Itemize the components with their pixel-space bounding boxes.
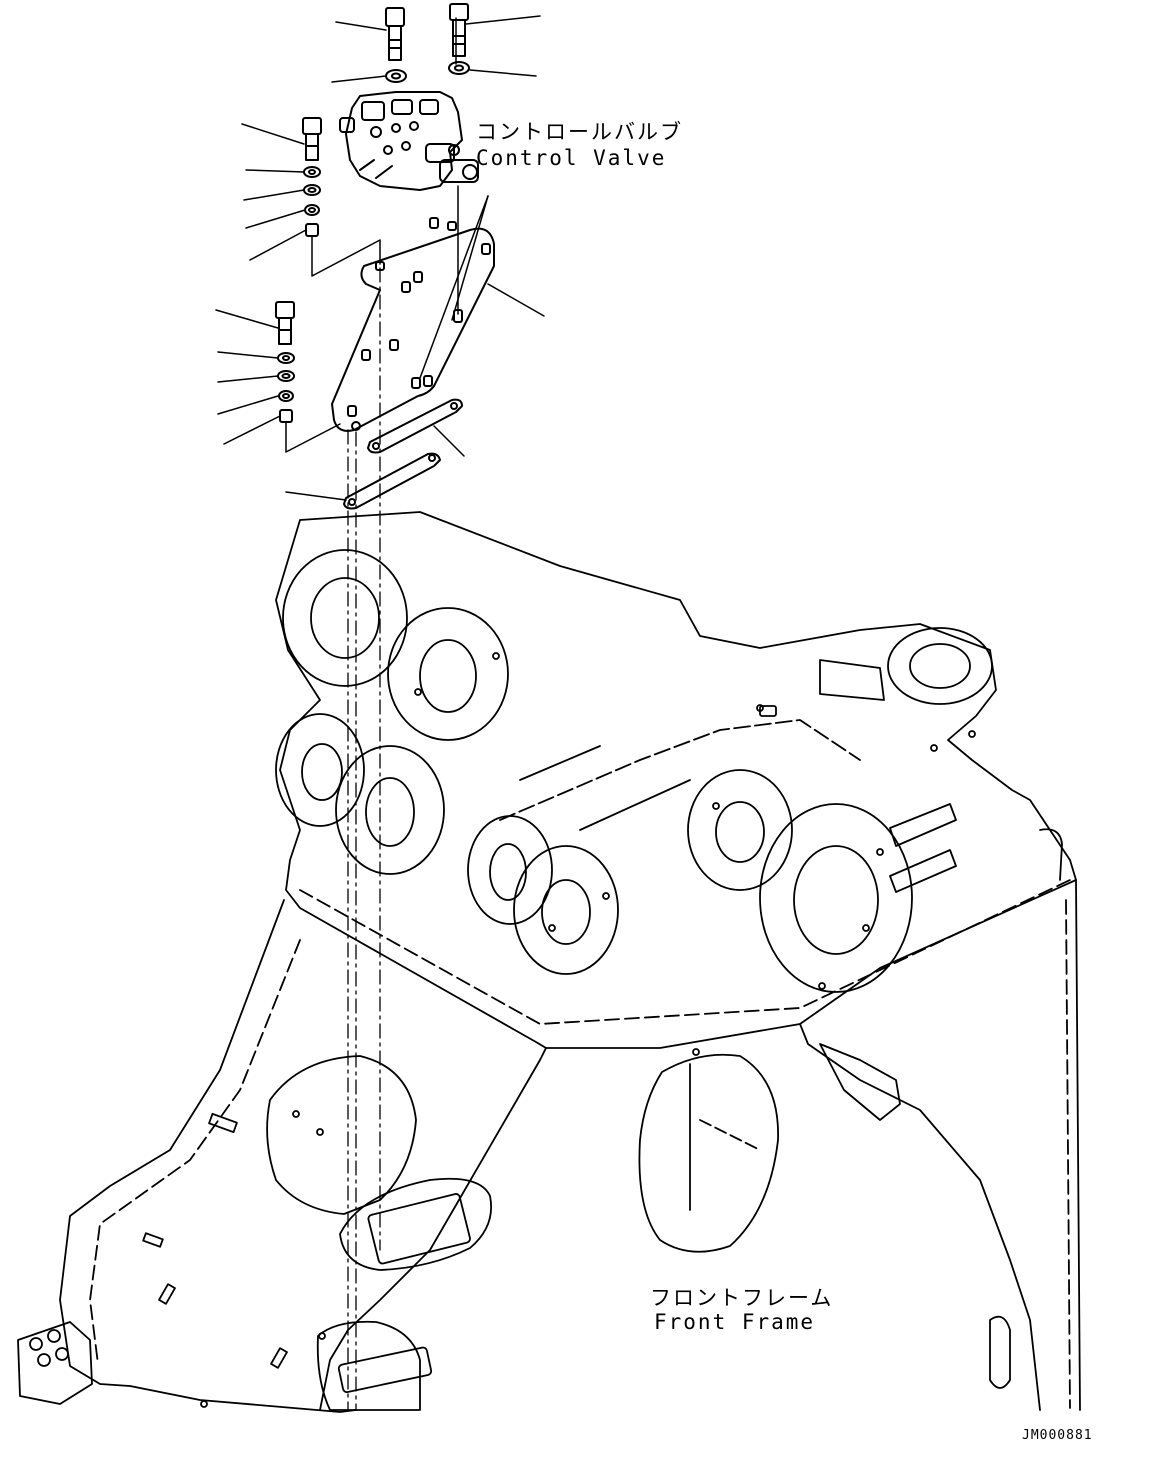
left-bolt-upper — [302, 117, 322, 161]
top-bolt-left — [385, 7, 405, 61]
control-valve-body — [339, 91, 479, 191]
document-id: JM000881 — [1022, 1428, 1093, 1443]
top-bolt-right — [449, 3, 469, 57]
control-valve-label-jp: コントロールバルブ — [476, 120, 683, 144]
mounting-bracket-plate — [331, 217, 495, 432]
left-washer-stack-upper — [303, 166, 321, 237]
left-bolt-lower — [275, 301, 295, 345]
front-frame-label-jp: フロントフレーム — [650, 1286, 834, 1310]
top-washers — [385, 61, 470, 83]
leader-lines — [215, 15, 545, 501]
control-valve-label-en: Control Valve — [476, 146, 667, 170]
shim-plate-lower — [343, 452, 441, 510]
front-frame-label-en: Front Frame — [654, 1310, 816, 1334]
shim-plate-upper — [367, 398, 463, 454]
front-frame — [17, 511, 1081, 1413]
left-washer-stack-lower — [277, 352, 295, 423]
